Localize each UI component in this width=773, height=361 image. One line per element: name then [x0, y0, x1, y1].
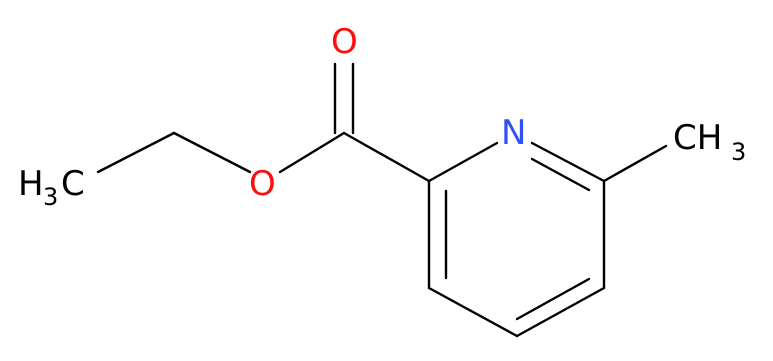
ring-nitrogen-label: N [501, 113, 526, 153]
ester-oxygen-label: O [249, 164, 276, 204]
bond-n-c6-inner [530, 157, 591, 192]
bond-c5-c4-inner [515, 277, 591, 321]
left-methyl-h-label: H [18, 164, 44, 204]
atom-labels: O O N H 3 C CH 3 [18, 22, 746, 211]
bond-n-c6 [530, 141, 606, 183]
right-methyl-subscript: 3 [731, 138, 746, 166]
bond-c4-c3 [427, 286, 519, 338]
bond-lines [96, 62, 668, 338]
right-methyl-label: CH [673, 118, 722, 158]
bond-c5-c4 [515, 286, 606, 338]
bond-oester-ccarbonyl [278, 131, 346, 174]
bond-c2-n [427, 141, 499, 183]
bond-ch2-oester [172, 131, 252, 174]
bond-c6-methyl [602, 144, 668, 183]
left-methyl-c-label: C [61, 164, 85, 204]
carbonyl-oxygen-label: O [331, 22, 358, 62]
left-methyl-subscript: 3 [43, 183, 58, 211]
bond-ch3-ch2 [96, 131, 176, 174]
bond-ccarbonyl-c2 [342, 131, 431, 183]
